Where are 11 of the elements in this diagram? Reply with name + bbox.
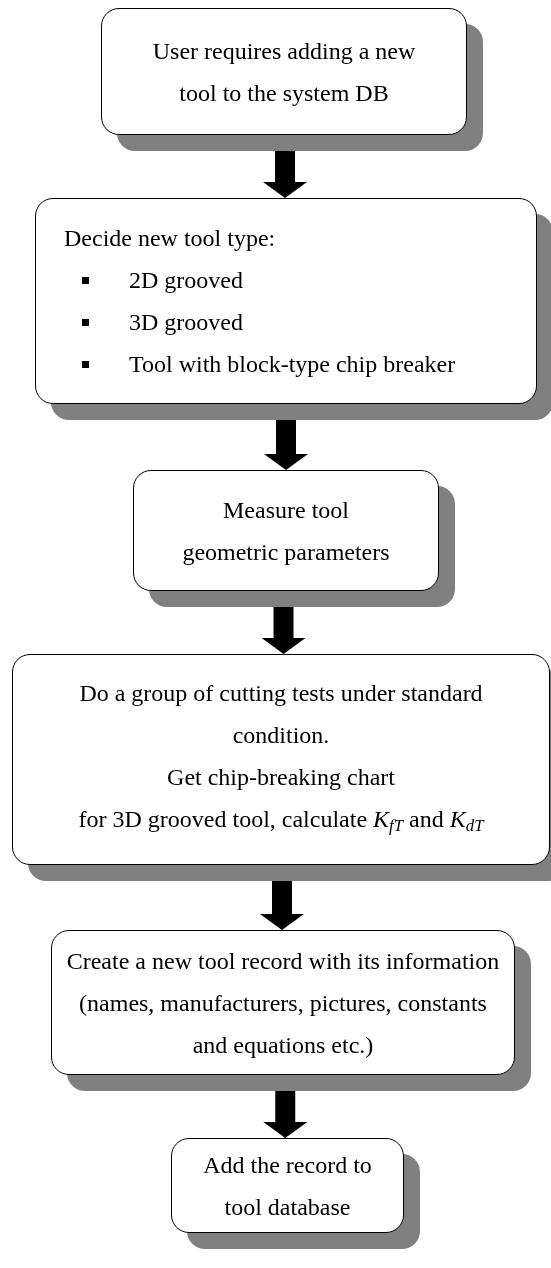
box-text: Measure tool geometric parameters xyxy=(181,495,391,567)
box-text: User requires adding a new tool to the system DB xyxy=(151,36,417,108)
list-item: 3D grooved xyxy=(129,308,243,337)
box-text: Create a new tool record with its information (names, manufacturers, pictures, constants and equations etc.) xyxy=(65,946,501,1060)
box-text: Do a group of cutting tests under standard condition. xyxy=(78,678,484,750)
list-item: 2D grooved xyxy=(129,266,243,295)
list-item: Tool with block-type chip breaker xyxy=(129,350,456,379)
box-heading: Decide new tool type: xyxy=(64,224,276,253)
box-text: Get chip-breaking chart xyxy=(167,762,395,792)
box-text: Add the record to tool database xyxy=(202,1150,373,1222)
box-text: for 3D grooved tool, calculate K$_{fT}$ and K$_{dT}$ xyxy=(78,804,484,838)
